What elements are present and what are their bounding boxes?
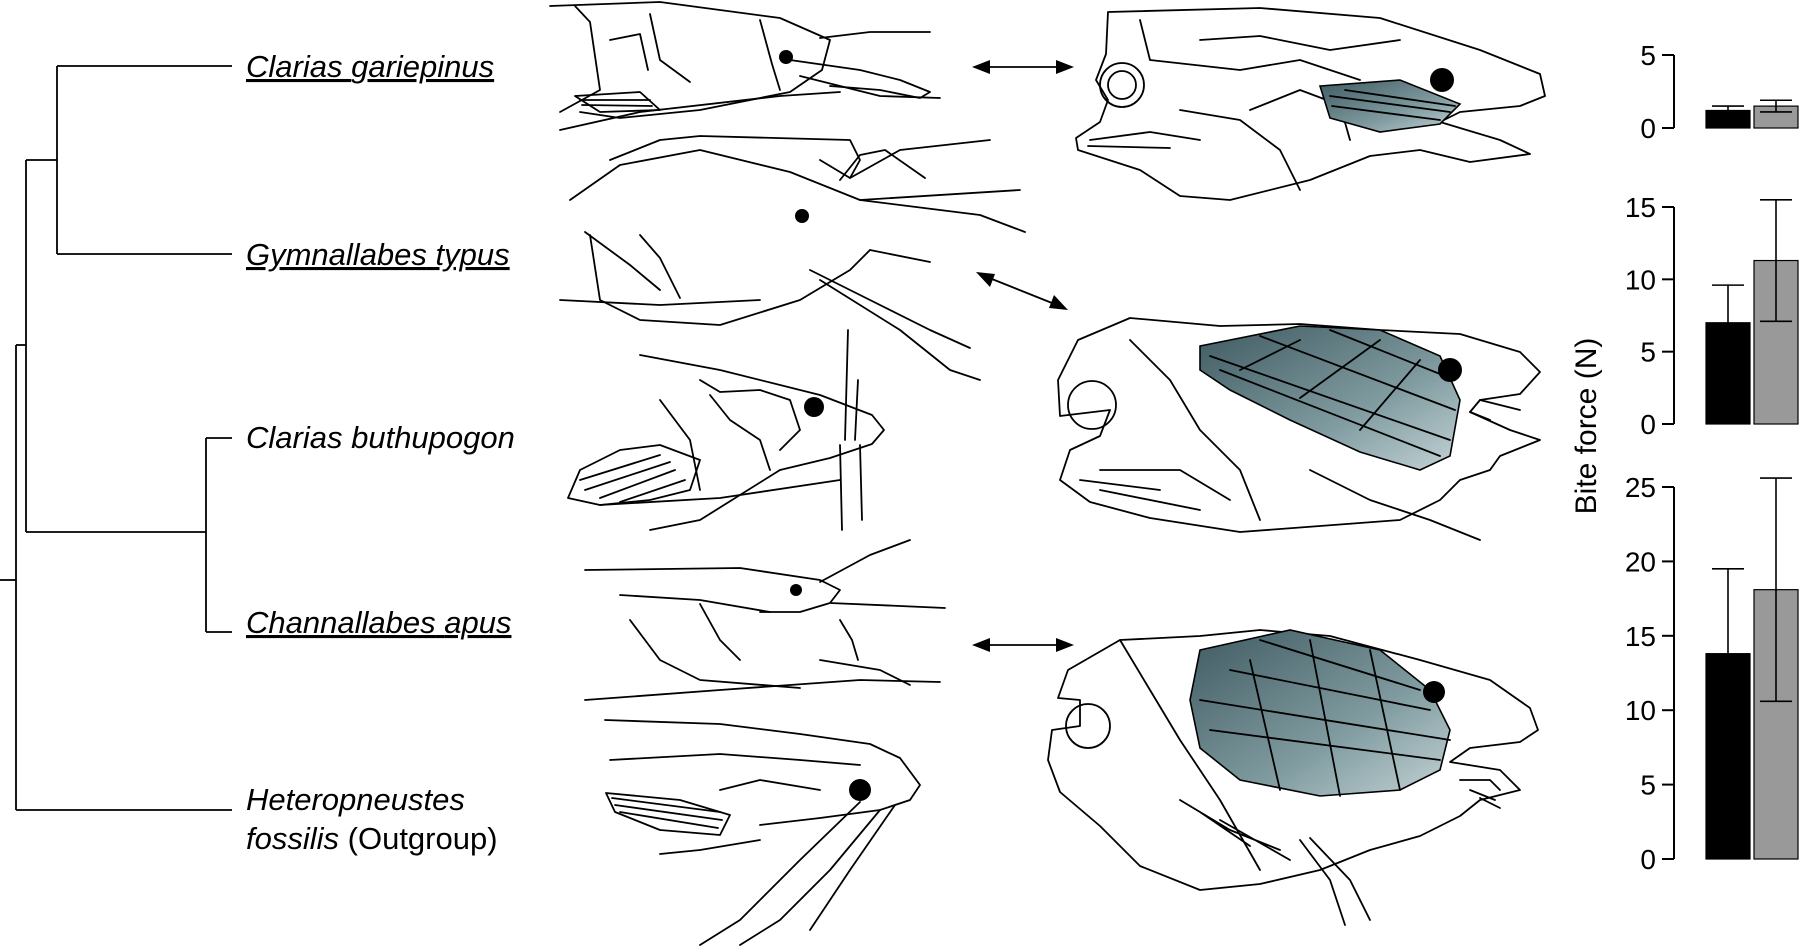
eye-icon: [1438, 358, 1462, 382]
jaw-muscle: [1318, 79, 1462, 133]
skull-drawing-channallabes-apus: [1047, 629, 1539, 926]
eye-icon: [804, 397, 824, 417]
head-drawing-clarias-gariepinus: [549, 1, 941, 131]
double-arrow-icon: [976, 272, 1068, 310]
species-label-heteropneustes-fossilis: fossilis (Outgroup): [246, 821, 498, 856]
y-tick-label: 5: [1640, 40, 1656, 71]
phylogenetic-tree: [0, 65, 232, 811]
eye-icon: [849, 779, 871, 801]
eye-icon: [779, 50, 793, 64]
skull-drawing-clarias-gariepinus: [1075, 7, 1546, 201]
head-drawing-heteropneustes-fossilis: [604, 719, 921, 946]
eye-icon: [1430, 68, 1454, 92]
y-tick-label: 20: [1625, 546, 1656, 577]
bite-force-charts: 0 5 0 5 10 15 0 5 10 15 20 25: [1625, 40, 1799, 875]
y-tick-label: 0: [1640, 409, 1656, 440]
y-tick-label: 0: [1640, 113, 1656, 144]
comparison-arrows: [972, 60, 1074, 652]
y-tick-label: 25: [1625, 472, 1656, 503]
species-label-channallabes-apus: Channallabes apus: [246, 605, 511, 640]
head-drawing-channallabes-apus: [584, 539, 946, 701]
species-label-clarias-buthupogon: Clarias buthupogon: [246, 420, 515, 455]
skull-drawing-gymnallabes-typus: [1057, 317, 1541, 541]
species-label-heteropneustes-genus: Heteropneustes: [246, 782, 465, 817]
jaw-muscle: [1189, 629, 1451, 797]
y-tick-label: 0: [1640, 844, 1656, 875]
y-tick-label: 15: [1625, 192, 1656, 223]
y-tick-label: 10: [1625, 264, 1656, 295]
y-tick-label: 10: [1625, 695, 1656, 726]
species-label-gymnallabes-typus: Gymnallabes typus: [246, 237, 510, 272]
head-drawing-gymnallabes-typus: [559, 135, 1026, 381]
head-drawing-clarias-buthupogon: [567, 329, 885, 531]
y-tick-label: 5: [1640, 770, 1656, 801]
eye-icon: [790, 584, 802, 596]
species-labels: Clarias gariepinus Gymnallabes typus Cla…: [246, 49, 515, 856]
y-tick-label: 5: [1640, 337, 1656, 368]
double-arrow-icon: [972, 60, 1074, 74]
species-label-clarias-gariepinus: Clarias gariepinus: [246, 49, 494, 84]
y-tick-label: 15: [1625, 621, 1656, 652]
double-arrow-icon: [972, 638, 1074, 652]
y-axis-label: Bite force (N): [1570, 338, 1603, 515]
eye-icon: [795, 209, 809, 223]
eye-icon: [1423, 681, 1445, 703]
